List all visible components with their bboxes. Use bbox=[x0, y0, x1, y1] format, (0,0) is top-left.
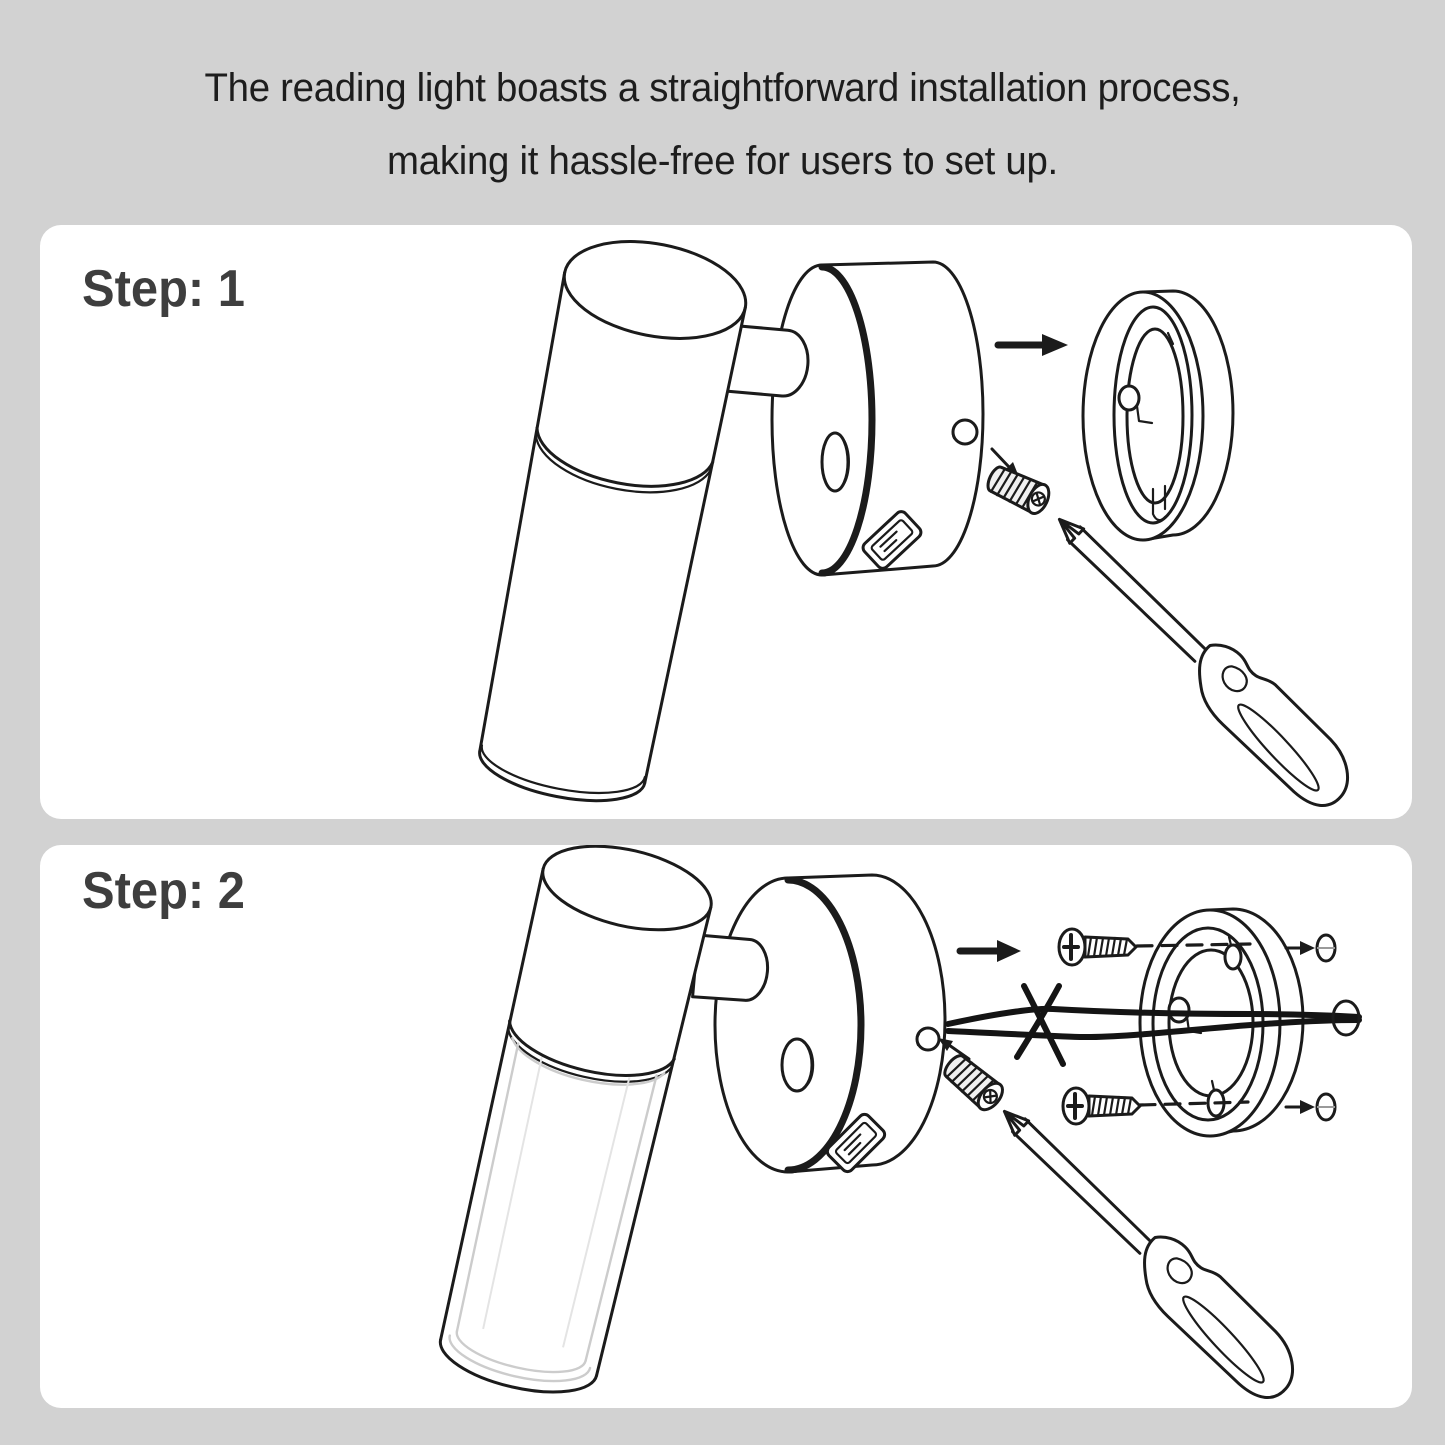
direction-arrow-icon bbox=[994, 334, 1068, 356]
title-line-2: making it hassle-free for users to set u… bbox=[387, 139, 1058, 183]
ring-tab-left bbox=[1117, 384, 1154, 425]
anchor-arrow-icon bbox=[1284, 1100, 1315, 1114]
screwdriver-drawing bbox=[1002, 1109, 1294, 1399]
base-front-rim bbox=[784, 876, 865, 1174]
step2-label: Step: 2 bbox=[82, 862, 245, 920]
anchor-arrow-icon bbox=[1284, 941, 1315, 955]
mount-base-drawing bbox=[770, 260, 985, 577]
wall-anchor-drawing bbox=[1315, 1092, 1337, 1122]
power-button-drawing bbox=[820, 431, 850, 493]
ring-slot-bottom bbox=[1151, 484, 1167, 522]
step2-illustration bbox=[438, 845, 1362, 1399]
mounting-screw-drawing bbox=[1057, 927, 1138, 967]
step1-label: Step: 1 bbox=[82, 260, 245, 318]
reading-lamp-drawing bbox=[438, 845, 713, 1394]
mounting-ring-drawing bbox=[1081, 289, 1235, 542]
step2-panel: Step: 2 bbox=[40, 845, 1412, 1408]
set-screw-hole-drawing bbox=[951, 418, 979, 446]
step1-panel: Step: 1 bbox=[40, 225, 1412, 819]
mount-base-drawing bbox=[713, 873, 947, 1174]
page-title: The reading light boasts a straightforwa… bbox=[0, 52, 1445, 198]
mounting-ring-drawing bbox=[1138, 907, 1305, 1138]
set-screw-pointer-arrow-icon bbox=[938, 1038, 971, 1061]
screw-guide-dash-top bbox=[1135, 942, 1252, 948]
set-screw-drawing bbox=[986, 465, 1051, 516]
wire-end-drawing bbox=[1331, 999, 1361, 1037]
set-screw-drawing bbox=[943, 1054, 1004, 1112]
wall-anchor-drawing bbox=[1315, 933, 1337, 963]
screwdriver-drawing bbox=[1057, 517, 1349, 807]
power-button-drawing bbox=[780, 1037, 815, 1093]
reading-lamp-drawing bbox=[478, 240, 748, 803]
usb-port-icon bbox=[825, 1112, 887, 1174]
ring-notch-top bbox=[1166, 331, 1175, 346]
base-front-rim bbox=[818, 263, 876, 577]
glass-diffuser-lines bbox=[448, 1036, 666, 1383]
mounting-screw-drawing bbox=[1061, 1086, 1142, 1126]
ring-tab-top bbox=[1223, 935, 1243, 971]
direction-arrow-icon bbox=[956, 940, 1021, 962]
power-wires-drawing bbox=[945, 983, 1362, 1067]
screw-guide-dash-bottom bbox=[1138, 1100, 1250, 1107]
usb-port-icon bbox=[861, 510, 923, 570]
set-screw-hole-drawing bbox=[915, 1026, 941, 1052]
step1-illustration bbox=[478, 240, 1349, 807]
title-line-1: The reading light boasts a straightforwa… bbox=[204, 66, 1241, 110]
